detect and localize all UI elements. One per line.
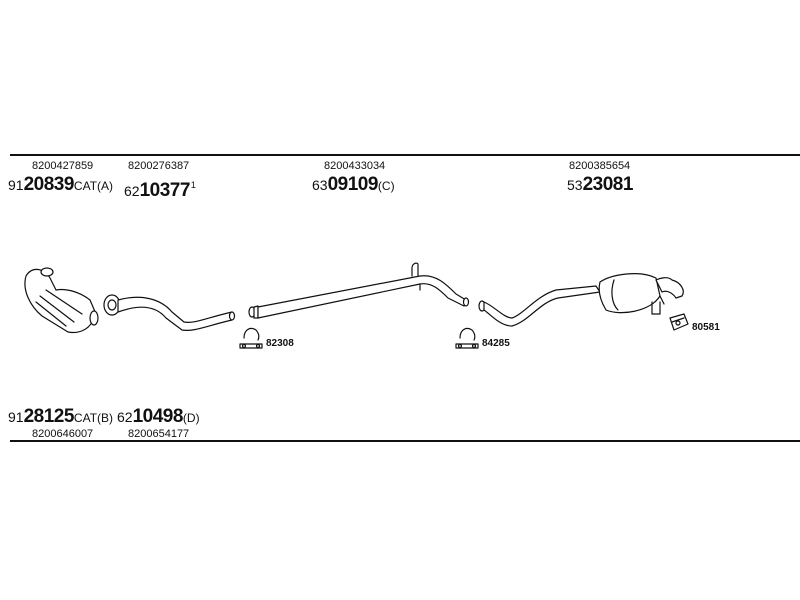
oe-number-front-pipe: 8200276387 xyxy=(128,160,190,172)
fitting-label-80581: 80581 xyxy=(692,322,720,333)
oe-number-catalyst-b: 8200646007 xyxy=(32,428,94,440)
part-number-front-pipe-d: 6210498(D) xyxy=(117,406,200,427)
fitting-label-82308: 82308 xyxy=(266,338,294,349)
part-number-middle-pipe: 6309109(C) xyxy=(312,174,395,195)
part-number-catalyst-a: 9120839CAT(A) xyxy=(8,174,114,195)
part-number-rear-silencer: 5323081 xyxy=(567,174,633,195)
part-number-front-pipe: 62103771 xyxy=(124,180,196,201)
part-number-catalyst-b: 9128125CAT(B) xyxy=(8,406,114,427)
clamp-icon xyxy=(455,327,479,349)
top-divider-line xyxy=(10,154,800,156)
oe-number-catalyst-a: 8200427859 xyxy=(32,160,94,172)
oe-number-rear-silencer: 8200385654 xyxy=(569,160,631,172)
clamp-icon xyxy=(239,327,263,349)
rear-silencer-drawing xyxy=(478,273,684,327)
oe-number-front-pipe-d: 8200654177 xyxy=(128,428,190,440)
rubber-mount-icon xyxy=(669,313,689,331)
oe-number-middle-pipe: 8200433034 xyxy=(324,160,386,172)
fitting-label-84285: 84285 xyxy=(482,338,510,349)
bottom-divider-line xyxy=(10,440,800,442)
catalytic-converter-drawing xyxy=(24,267,99,334)
front-pipe-drawing xyxy=(103,294,236,331)
middle-pipe-drawing xyxy=(248,262,470,319)
